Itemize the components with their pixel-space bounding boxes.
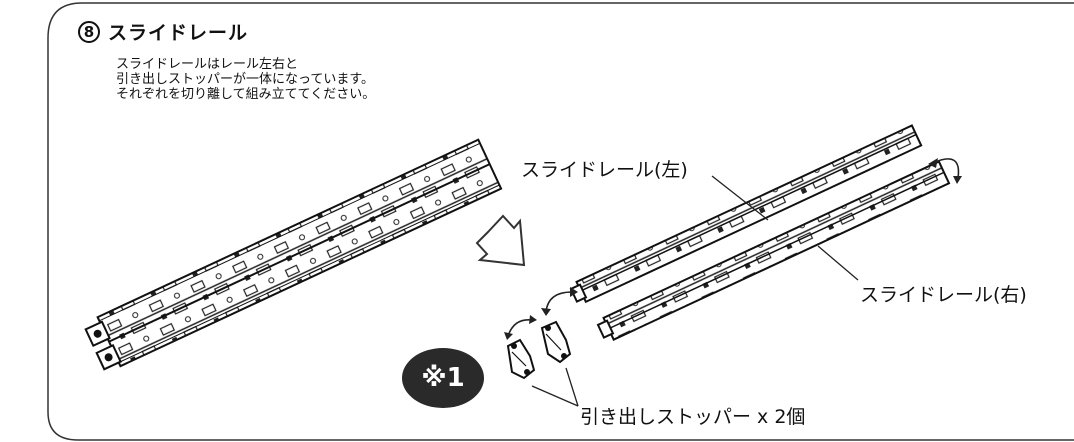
note-badge: ※1 xyxy=(402,348,484,408)
slide-rail-left xyxy=(569,124,923,304)
slide-rail-right xyxy=(596,160,951,341)
direction-arrow xyxy=(475,214,526,267)
leader-stopper-1 xyxy=(531,385,579,407)
description-line: スライドレールはレール左右と xyxy=(116,57,299,72)
rotate-arrow-top xyxy=(932,158,960,179)
leader-left-rail xyxy=(711,175,769,221)
left-rail-label: スライドレール(左) xyxy=(521,159,688,181)
rotate-arrow-low xyxy=(507,319,533,337)
step-number-badge: 8 xyxy=(78,20,100,43)
panel-frame xyxy=(47,2,1074,441)
assembled-rail-left xyxy=(84,138,503,371)
stopper-piece-2 xyxy=(540,320,572,364)
stopper-label: 引き出しストッパー x 2個 xyxy=(580,406,806,428)
section-title: スライドレール xyxy=(108,22,249,44)
leader-right-rail xyxy=(817,245,859,281)
description: スライドレールはレール左右と 引き出しストッパーが一体になっています。 それぞれ… xyxy=(116,57,375,102)
description-line: 引き出しストッパーが一体になっています。 xyxy=(116,72,375,87)
stopper-piece-1 xyxy=(506,338,536,380)
right-rail-label: スライドレール(右) xyxy=(860,284,1027,306)
leader-stopper-2 xyxy=(565,367,579,407)
description-line: それぞれを切り離して組み立ててください。 xyxy=(116,87,376,102)
section-header: 8 スライドレール xyxy=(78,18,248,45)
